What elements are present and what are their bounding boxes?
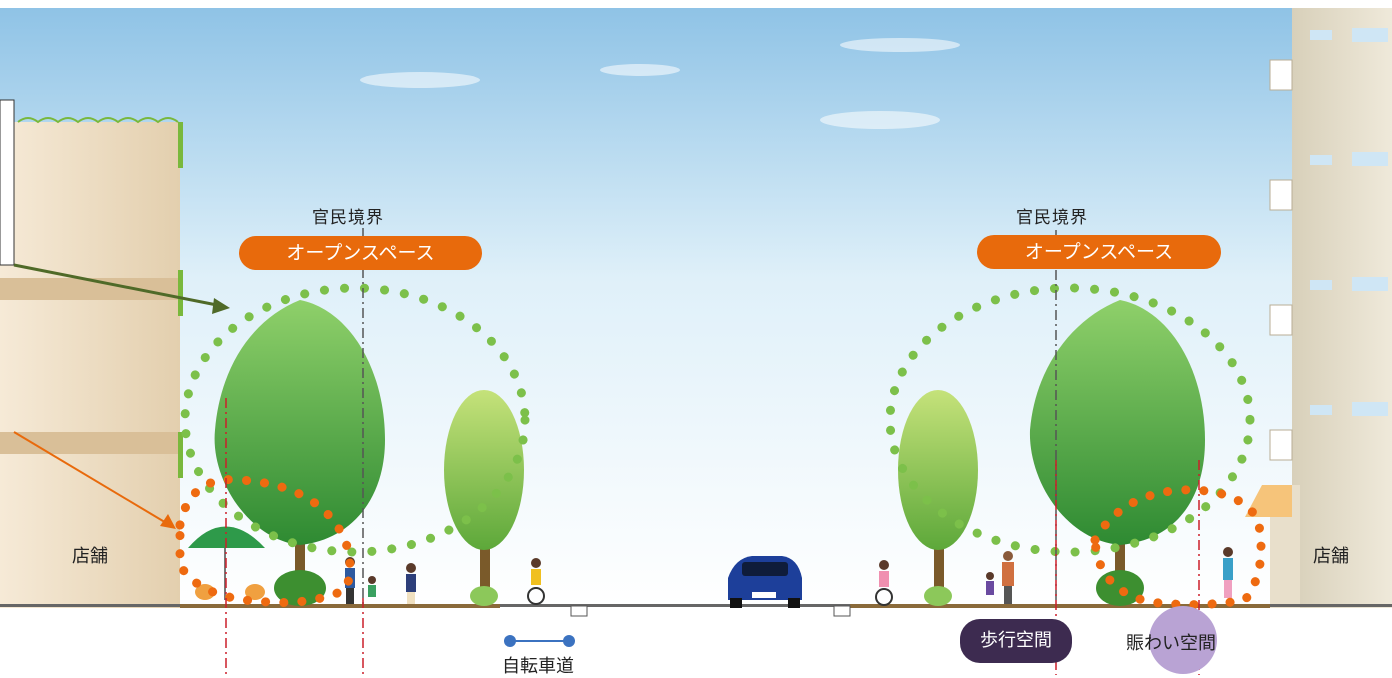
pedestrian-icon <box>345 547 1233 604</box>
cyclist-icon <box>527 558 893 606</box>
clouds <box>360 38 960 129</box>
walk-space-badge: 歩行空間 <box>960 619 1072 663</box>
sky <box>0 8 1392 608</box>
tree-icon <box>898 390 978 604</box>
callout-arrows <box>13 263 230 529</box>
open-space-badge-left: オープンスペース <box>239 236 482 270</box>
left-building <box>0 117 183 608</box>
store-label-right: 店舗 <box>1313 546 1349 567</box>
tree-icon <box>1029 300 1205 604</box>
boundary-label-right: 官民境界 <box>1016 208 1088 228</box>
boundary-lines <box>225 228 1200 675</box>
bicycle-lane-icon <box>504 635 575 647</box>
orange-dotted-arcs <box>175 475 1266 610</box>
nigiwai-space-label: 賑わい空間 <box>1126 633 1216 654</box>
boundary-label-left: 官民境界 <box>312 208 384 228</box>
car-icon <box>728 556 802 608</box>
tree-icon <box>444 390 524 604</box>
parasol-icon <box>188 526 265 600</box>
green-dotted-circles <box>180 283 1255 557</box>
callout-box <box>0 99 15 266</box>
bike-lane-label: 自転車道 <box>502 656 574 677</box>
tree-icon <box>214 300 385 604</box>
nigiwai-circle <box>1149 606 1217 674</box>
awning <box>1245 485 1292 517</box>
store-label-left: 店舗 <box>72 546 108 567</box>
open-space-badge-right: オープンスペース <box>977 235 1221 269</box>
ground <box>0 604 1392 617</box>
